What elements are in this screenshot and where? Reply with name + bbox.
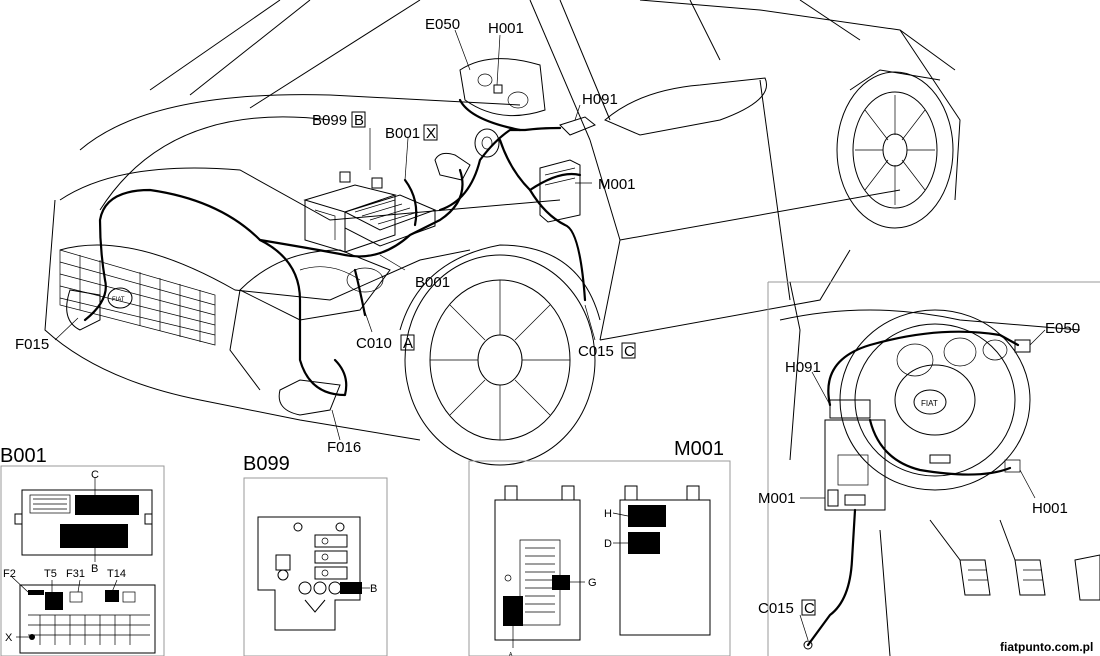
label-c010-box: A: [403, 335, 413, 352]
pedal-3: [1074, 554, 1100, 601]
label-h001: H001: [488, 20, 524, 37]
label-c010: C010: [356, 335, 392, 352]
grille-badge: [107, 287, 133, 309]
label-m001: M001: [598, 176, 636, 193]
watermark: fiatpunto.com.pl: [1000, 640, 1093, 654]
interior-label-c015-box: C: [804, 600, 815, 617]
fog-lamp-right: [278, 379, 341, 416]
box-c015: [621, 342, 636, 359]
b099-label-b: B: [370, 583, 377, 595]
b001-label-t5: T5: [44, 568, 57, 580]
b001-label-t14: T14: [107, 568, 126, 580]
label-f015: F015: [15, 336, 49, 353]
panel-m001: M001 G A H D: [468, 438, 731, 656]
panel-b001-title: B001: [0, 445, 47, 467]
instrument-cluster: [459, 58, 546, 117]
h091-switch: [559, 116, 596, 136]
steering-badge-text: FIAT: [921, 399, 938, 408]
panel-b001: B001 C B F2 T5 F31 T14 X: [0, 445, 165, 656]
b001-label-b: B: [91, 563, 98, 575]
h091-interior: [829, 399, 871, 419]
grille-badge-text: FIAT: [112, 297, 125, 303]
label-e050: E050: [425, 16, 460, 33]
label-b001-top: B001: [385, 125, 420, 142]
m001-connector-h: [628, 505, 666, 527]
h001-connector: [1004, 459, 1021, 473]
label-b099: B099: [312, 112, 347, 129]
m001-label-d: D: [604, 538, 612, 550]
m001-connector-a: [503, 596, 523, 626]
b001-label-x: X: [5, 632, 13, 644]
m001-label-h: H: [604, 508, 612, 520]
panel-m001-title: M001: [674, 438, 724, 460]
pedal-1: [959, 559, 991, 596]
m001-module: [539, 159, 581, 223]
label-b099-box: B: [354, 112, 364, 129]
m001-label-g: G: [588, 577, 597, 589]
fuse-t14: [105, 590, 119, 602]
m001-connector-g: [552, 575, 570, 590]
m001-label-a: A: [509, 652, 513, 656]
label-f016: F016: [327, 439, 361, 456]
box-c010: [400, 334, 415, 351]
b001-label-f31: F31: [66, 568, 85, 580]
panel-b099-title: B099: [243, 453, 290, 475]
battery: [303, 171, 397, 253]
interior-label-c015: C015: [758, 600, 794, 617]
car-illustration: FIAT: [44, 0, 961, 466]
interior-leaders: [799, 329, 1046, 650]
fog-lamp-left: [66, 289, 101, 331]
b001-label-c: C: [91, 469, 99, 481]
interior-label-e050: E050: [1045, 320, 1080, 337]
horn: [474, 128, 500, 158]
connector-c: [75, 495, 139, 515]
interior-box-c015: [801, 599, 816, 616]
side-mirror: [604, 77, 767, 136]
label-h091: H091: [582, 91, 618, 108]
interior-label-h091: H091: [785, 359, 821, 376]
pedal-2: [1014, 559, 1046, 596]
label-b001: B001: [415, 274, 450, 291]
interior-label-h001: H001: [1032, 500, 1068, 517]
label-c015-box: C: [624, 343, 635, 360]
box-b001: [423, 124, 438, 141]
leader-lines: [54, 29, 596, 441]
fuse-t5: [45, 592, 63, 610]
m001-connector-d: [628, 532, 660, 554]
rear-wheel: [836, 71, 954, 229]
label-c015: C015: [578, 343, 614, 360]
interior-label-m001: M001: [758, 490, 796, 507]
panel-b099: B099 B: [243, 453, 388, 656]
main-wiring-harness: [83, 98, 587, 397]
interior-view: FIAT: [767, 281, 1100, 656]
box-b099: [351, 111, 366, 128]
e050-connector: [1014, 339, 1031, 353]
label-b001-box: X: [426, 125, 436, 142]
interior-m001: [824, 419, 886, 511]
b001-label-f2: F2: [3, 568, 16, 580]
connector-x: [29, 634, 35, 640]
b099-connector-b: [340, 582, 362, 594]
interior-wiring: [806, 330, 1020, 647]
front-wheel: [399, 244, 601, 466]
connector-b: [60, 524, 128, 548]
engine-fusebox: [343, 194, 437, 247]
